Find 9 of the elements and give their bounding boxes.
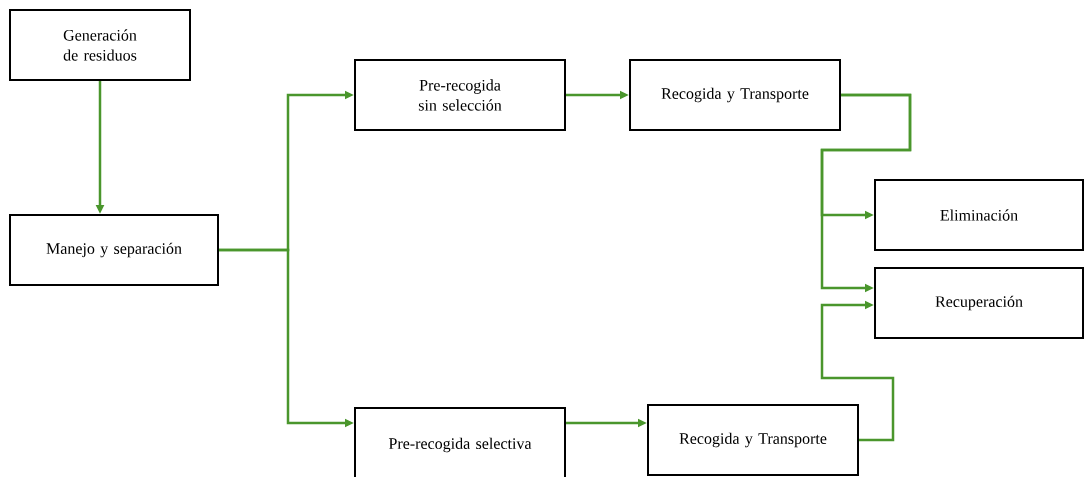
process-box: Pre-recogida selectiva xyxy=(354,407,566,477)
process-box: Recuperación xyxy=(874,267,1084,339)
process-box: Recogida y Transporte xyxy=(629,59,841,131)
process-box: Manejo y separación xyxy=(9,214,219,286)
process-box: Pre-recogida sin selección xyxy=(354,59,566,131)
arrow xyxy=(820,300,895,442)
process-box: Recogida y Transporte xyxy=(647,404,859,476)
process-box: Generación de residuos xyxy=(9,9,191,81)
process-box: Eliminación xyxy=(874,179,1084,251)
